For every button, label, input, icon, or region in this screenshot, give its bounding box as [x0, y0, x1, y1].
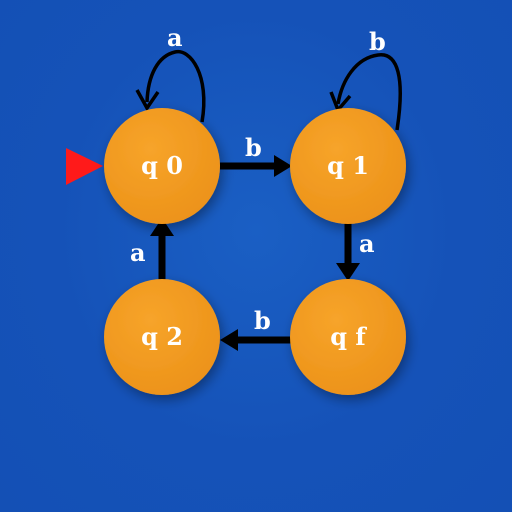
state-q0-label: q 0 [141, 151, 183, 180]
loop-q1-label: b [369, 27, 386, 56]
initial-state-marker [66, 148, 103, 185]
loop-q1-b: b [329, 27, 402, 131]
state-q2[interactable]: q 2 [104, 279, 220, 395]
loop-q0-a: a [135, 23, 206, 123]
state-q1-label: q 1 [327, 151, 369, 180]
edge-q1-qf-label: a [359, 229, 375, 258]
state-q1[interactable]: q 1 [290, 108, 406, 224]
loop-q0-label: a [167, 23, 183, 52]
state-qf-label: q f [330, 322, 367, 351]
state-q0[interactable]: q 0 [104, 108, 220, 224]
state-q2-label: q 2 [141, 322, 183, 351]
edge-q2-q0: a [130, 218, 174, 280]
edge-q2-q0-label: a [130, 238, 146, 267]
edge-q1-qf: a [336, 218, 375, 281]
edge-qf-q2-label: b [254, 306, 271, 335]
edge-q0-q1: b [220, 133, 292, 177]
edge-qf-q2: b [220, 306, 292, 351]
state-qf[interactable]: q f [290, 279, 406, 395]
edge-q0-q1-label: b [245, 133, 262, 162]
